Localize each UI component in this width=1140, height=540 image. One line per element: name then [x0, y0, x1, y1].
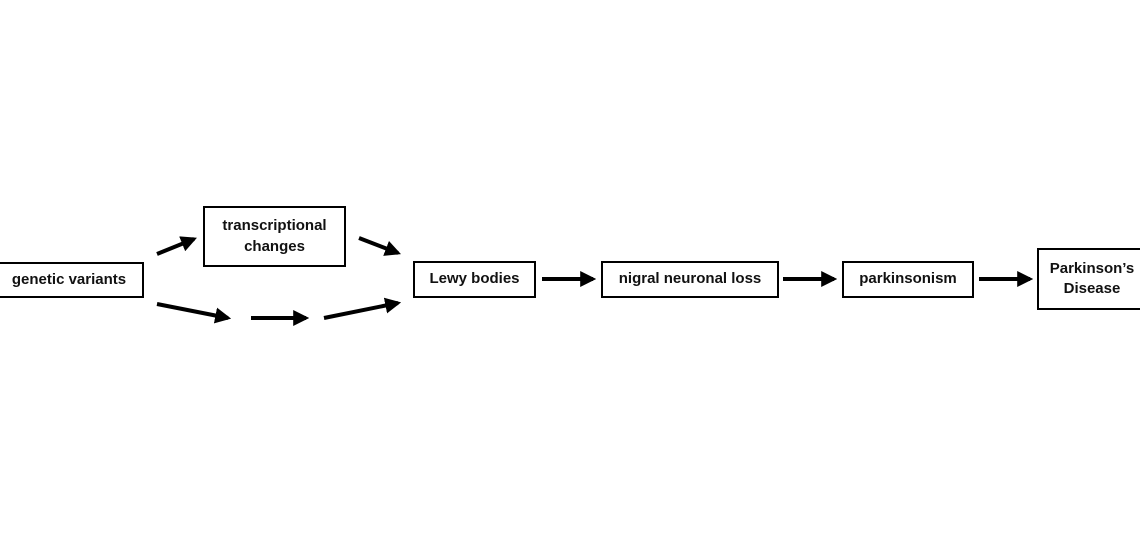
arrow-transcriptional-to-lewy	[358, 236, 401, 256]
arrow-genetic-to-lewy-segment-3	[323, 297, 402, 320]
node-transcriptional-changes-label: transcriptional changes	[222, 217, 327, 255]
node-lewy-bodies-label: Lewy bodies	[429, 270, 520, 288]
arrow-genetic-to-lewy-segment-1	[156, 302, 232, 324]
node-nigral-neuronal-loss-label: nigral neuronal loss	[618, 270, 762, 288]
node-lewy-bodies: Lewy bodies	[413, 261, 536, 298]
node-parkinsonism: parkinsonism	[842, 261, 974, 298]
node-genetic-variants-label: genetic variants	[11, 270, 127, 288]
node-parkinsons-disease: Parkinson’s Disease	[1037, 248, 1140, 310]
node-nigral-neuronal-loss: nigral neuronal loss	[601, 261, 779, 298]
arrow-genetic-to-transcriptional	[156, 236, 197, 256]
node-parkinsonism-label: parkinsonism	[859, 270, 957, 288]
node-transcriptional-changes: transcriptional changes	[203, 206, 346, 267]
node-parkinsons-disease-label: Parkinson’s Disease	[1049, 259, 1135, 297]
node-genetic-variants: genetic variants	[0, 262, 144, 298]
